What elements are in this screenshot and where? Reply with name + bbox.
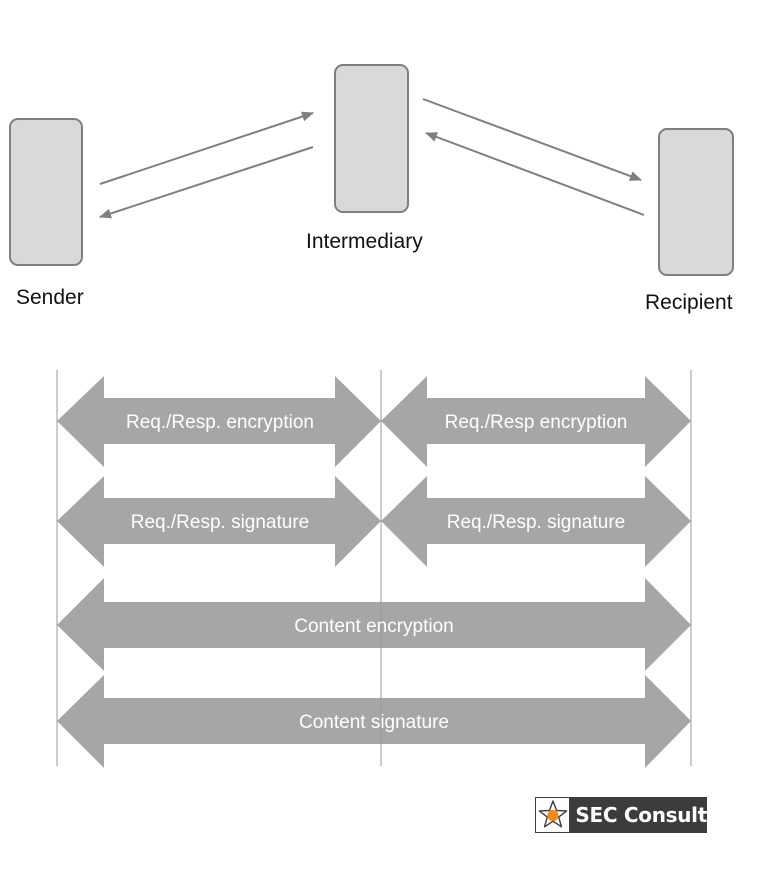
intermediary-label: Intermediary: [306, 230, 423, 253]
recipient-label: Recipient: [645, 291, 733, 314]
arrow-sender-to-intermediary: [99, 111, 314, 185]
band-label-content-encryption: Content encryption: [294, 616, 454, 637]
band-arrow-content-signature: [57, 675, 691, 768]
band-label-reqresp-signature-right: Req./Resp. signature: [447, 512, 626, 533]
logo-text: SEC Consult: [575, 803, 707, 827]
band-label-reqresp-signature-left: Req./Resp. signature: [131, 512, 310, 533]
band-arrow-reqresp-signature-left: [57, 476, 381, 567]
arrow-intermediary-to-sender: [99, 146, 314, 219]
band-label-reqresp-encryption-right: Req./Resp encryption: [445, 412, 628, 433]
recipient-node: [658, 128, 734, 276]
sender-node: [9, 118, 83, 266]
band-arrow-reqresp-signature-right: [381, 476, 691, 567]
arrow-intermediary-to-recipient: [422, 98, 642, 181]
intermediary-node: [334, 64, 409, 213]
band-arrow-reqresp-encryption-right: [381, 376, 691, 467]
band-label-content-signature: Content signature: [299, 712, 449, 733]
band-arrow-content-encryption: [57, 578, 691, 671]
star-logo-icon: [536, 798, 570, 832]
band-arrow-reqresp-encryption-left: [57, 376, 381, 467]
arrow-recipient-to-intermediary: [425, 132, 645, 216]
sender-label: Sender: [16, 286, 84, 309]
band-label-reqresp-encryption-left: Req./Resp. encryption: [126, 412, 314, 433]
sec-consult-logo: SEC Consult: [535, 797, 707, 833]
